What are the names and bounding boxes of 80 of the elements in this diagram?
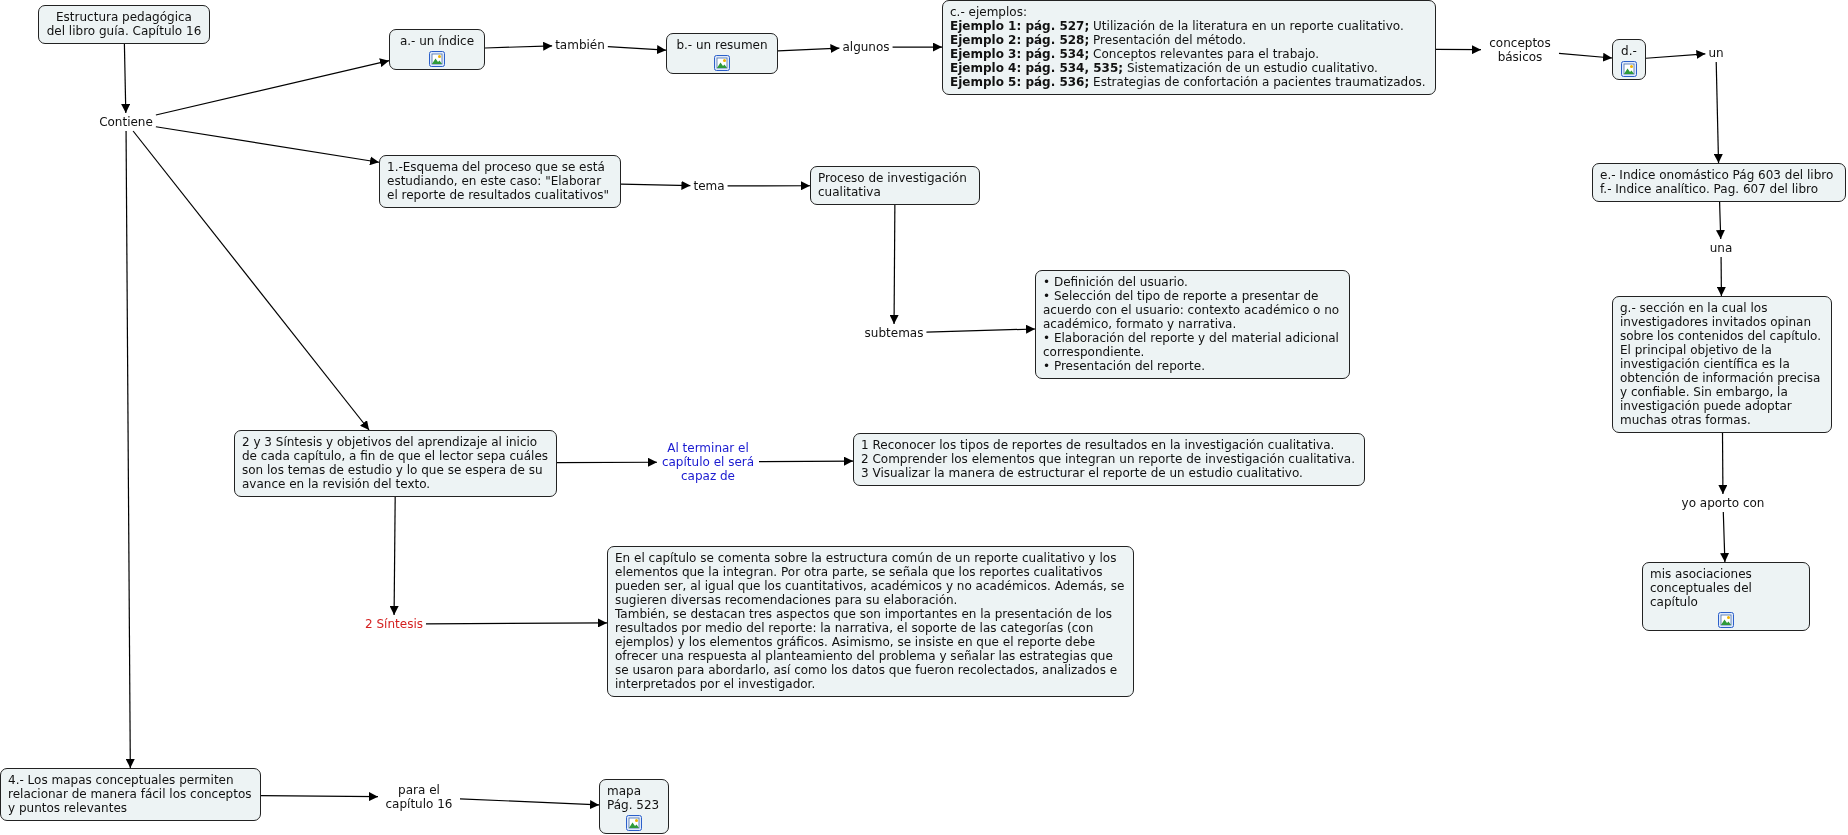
- linking-phrase: 2 Síntesis: [364, 617, 424, 631]
- linking-phrase: yo aporto con: [1680, 496, 1766, 510]
- box-text: Ejemplo 1: pág. 527; Utilización de la literatura en un reporte cualitativo.: [950, 19, 1405, 33]
- arrow: [925, 324, 1036, 334]
- box-text: Proceso de investigación cualitativa: [818, 171, 968, 199]
- box-text: También, se destacan tres aspectos que son importantes en la presentación de los resultados por medio del reporte: la narrativa, el soporte de las categorías (con ejemplos) y los elementos gráficos. Asimismo, se insiste en que el reporte debe ofrecer una respuesta al planteamiento del problema y señalar las estrategias que se usaron para abordarlo, así como los datos que fueron recolectados, analizados e interpretados por el investigador.: [615, 607, 1119, 691]
- arrow: [132, 130, 370, 431]
- concept-box: [1642, 562, 1810, 631]
- box-text: e.- Indice onomástico Pág 603 del libro: [1600, 168, 1835, 182]
- box-text: 1 Reconocer los tipos de reportes de resultados en la investigación cualitativa.: [861, 438, 1336, 452]
- box-text: g.- sección en la cual los investigadores invitados opinan sobre los contenidos del capítulo.: [1620, 301, 1823, 343]
- arrow: [459, 798, 600, 810]
- arrow: [484, 41, 553, 51]
- concept-box: [1035, 270, 1350, 379]
- box-text: Ejemplo 4: pág. 534, 535; Sistematización de un estudio cualitativo.: [950, 61, 1379, 75]
- arrow: [389, 496, 399, 616]
- concept-box: [607, 546, 1134, 697]
- box-text: 3 Visualizar la manera de estructurar el reporte de un estudio cualitativo.: [861, 466, 1304, 480]
- box-text: • Elaboración del reporte y del material adicional correspondiente.: [1043, 331, 1340, 359]
- arrow: [155, 58, 390, 116]
- concept-box: [666, 33, 778, 74]
- arrow: [620, 180, 692, 190]
- concept-box: [853, 433, 1365, 486]
- box-text: mapa Pág. 523: [607, 784, 661, 812]
- arrow: [891, 42, 943, 52]
- arrow: [125, 130, 135, 769]
- linking-phrase: tema: [692, 179, 726, 193]
- box-text: b.- un resumen: [675, 38, 769, 52]
- concept-box: [379, 155, 621, 208]
- arrow: [1645, 50, 1706, 59]
- arrow: [1716, 256, 1726, 297]
- box-text: mis asociaciones conceptuales del capítulo: [1650, 567, 1753, 609]
- box-text: d.-: [1620, 44, 1638, 58]
- arrow: [1713, 61, 1723, 164]
- linking-phrase: subtemas: [863, 326, 925, 340]
- arrow: [726, 181, 811, 191]
- arrow: [425, 618, 608, 628]
- linking-phrase: Contiene: [98, 115, 154, 129]
- box-text: • Presentación del reporte.: [1043, 359, 1206, 373]
- concept-box: [942, 0, 1436, 95]
- arrow: [260, 792, 379, 802]
- box-text: 1.-Esquema del proceso que se está estudiando, en este caso: "Elaborar el reporte de resultados cualitativos": [387, 160, 611, 202]
- concept-box: [1612, 296, 1832, 433]
- arrow: [121, 43, 131, 114]
- arrow: [155, 126, 380, 166]
- box-text: 2 y 3 Síntesis y objetivos del aprendizaje al inicio de cada capítulo, a fin de que el lector sepa cuáles son los temas de estudio y lo que se espera de su avance en la revisión del texto.: [242, 435, 549, 491]
- box-text: 2 Comprender los elementos que integran un reporte de investigación cualitativa.: [861, 452, 1356, 466]
- concept-box: [810, 166, 980, 205]
- concept-box: [0, 768, 261, 821]
- box-text: En el capítulo se comenta sobre la estructura común de un reporte cualitativo y los elementos que la integran. Por otra parte, se señala que los reportes cualitativos pueden ser, al igual que los cuantitativos, académicos y no académicos. Además, se sugieren diversas recomendaciones para su elaboración.: [615, 551, 1126, 607]
- arrow: [758, 456, 854, 466]
- arrow: [607, 45, 667, 55]
- arrow: [556, 457, 658, 467]
- concept-box: [599, 779, 669, 834]
- box-text: c.- ejemplos:: [950, 5, 1028, 19]
- linking-phrase: también: [554, 38, 606, 52]
- arrow: [889, 204, 899, 325]
- arrow: [777, 44, 841, 54]
- box-text: Estructura pedagógica del libro guía. Capítulo 16: [46, 10, 202, 38]
- arrow: [1558, 52, 1613, 62]
- box-text: • Definición del usuario.: [1043, 275, 1189, 289]
- concept-box: [389, 29, 485, 70]
- box-text: Ejemplo 5: pág. 536; Estrategias de confortación a pacientes traumatizados.: [950, 75, 1427, 89]
- linking-phrase: Al terminar el capítulo el será capaz de: [659, 441, 757, 483]
- box-text: 4.- Los mapas conceptuales permiten relacionar de manera fácil los conceptos y puntos relevantes: [8, 773, 253, 815]
- concept-box: [38, 5, 210, 44]
- concept-box: [1612, 39, 1646, 80]
- box-text: El principal objetivo de la investigación científica es la obtención de información precisa y confiable. Sin embargo, la investigación puede adoptar muchas otras formas.: [1620, 343, 1822, 427]
- concept-box: [234, 430, 557, 497]
- box-text: Ejemplo 3: pág. 534; Conceptos relevantes para el trabajo.: [950, 47, 1320, 61]
- box-text: f.- Indice analítico. Pag. 607 del libro: [1600, 182, 1820, 196]
- box-text: a.- un índice: [398, 34, 476, 48]
- arrow: [1720, 511, 1730, 563]
- arrow: [1718, 432, 1728, 495]
- box-text: • Selección del tipo de reporte a presentar de acuerdo con el usuario: contexto académico o no académico, formato y narrativa.: [1043, 289, 1341, 331]
- concept-box: [1592, 163, 1846, 202]
- linking-phrase: algunos: [841, 40, 891, 54]
- arrow: [1435, 45, 1482, 55]
- arrow: [1715, 201, 1725, 240]
- box-text: Ejemplo 2: pág. 528; Presentación del método.: [950, 33, 1247, 47]
